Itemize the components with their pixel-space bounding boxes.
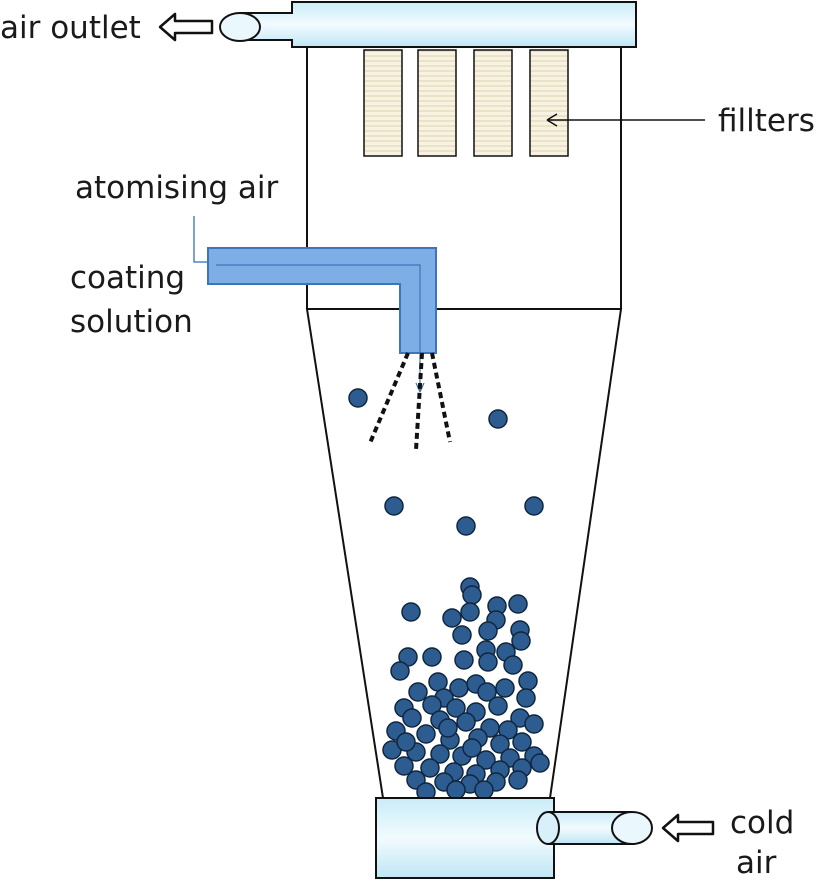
air-outlet-label: air outlet (0, 10, 141, 46)
particle (348, 388, 368, 408)
filter (417, 49, 457, 157)
air-outlet-pipe-opening (219, 12, 261, 42)
particle (454, 650, 474, 670)
cold-air-pipe-opening (611, 811, 653, 845)
particle (512, 732, 532, 752)
particle (446, 780, 466, 800)
particle (508, 770, 528, 790)
filter-bank (363, 49, 569, 157)
particle (456, 712, 476, 732)
spray-pattern (368, 352, 452, 451)
particle (508, 594, 528, 614)
particle (442, 608, 462, 628)
particle (478, 652, 498, 672)
spray-nozzle (207, 247, 437, 354)
particle (477, 682, 497, 702)
particle (460, 602, 480, 622)
air-inlet-chamber (375, 797, 555, 879)
filter (529, 49, 569, 157)
cold-air-label-line1: cold (730, 805, 794, 841)
particle (446, 698, 466, 718)
particle (422, 695, 442, 715)
filter (473, 49, 513, 157)
particle (488, 409, 508, 429)
particle (402, 708, 422, 728)
filters-pointer-arrowhead (546, 113, 558, 127)
particle (524, 496, 544, 516)
particle (401, 602, 421, 622)
particle (456, 516, 476, 536)
particle (516, 688, 536, 708)
cold-air-arrow-icon (661, 813, 715, 843)
particle (390, 661, 410, 681)
particle (438, 718, 458, 738)
particle (416, 724, 436, 744)
particle (462, 738, 482, 758)
particle (503, 655, 523, 675)
cold-air-inlet-pipe (536, 811, 653, 845)
particle (408, 682, 428, 702)
air-outlet-arrow-icon (158, 12, 214, 42)
nozzle-inner-line (216, 264, 421, 392)
particle (490, 734, 510, 754)
particle (394, 756, 414, 776)
air-outlet-pipe (219, 1, 637, 48)
filters-label: fillters (718, 103, 815, 139)
particle (511, 631, 531, 651)
particle (384, 496, 404, 516)
particle (462, 585, 482, 605)
filter (363, 49, 403, 157)
particle (422, 647, 442, 667)
particle (430, 744, 450, 764)
particle (478, 621, 498, 641)
particle (524, 714, 544, 734)
cold-air-label-line2: air (736, 845, 777, 881)
particle-bed (348, 388, 550, 802)
particle (495, 678, 515, 698)
atomising-air-label: atomising air (75, 170, 278, 206)
particle (488, 696, 508, 716)
coating-solution-label-line2: solution (70, 304, 193, 340)
coating-solution-label-line1: coating (70, 260, 185, 296)
particle (518, 671, 538, 691)
particle (530, 753, 550, 773)
particle (396, 732, 416, 752)
particle (452, 625, 472, 645)
particle (476, 750, 496, 770)
particle (474, 780, 494, 800)
particle (420, 758, 440, 778)
